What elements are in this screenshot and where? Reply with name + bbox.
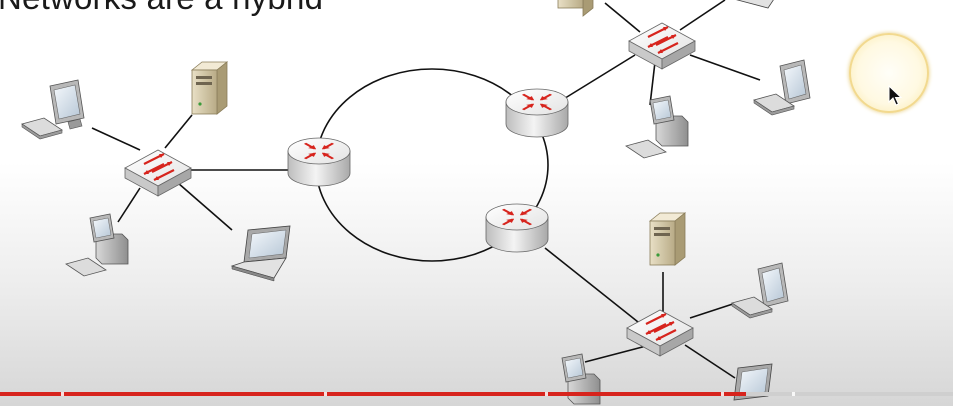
server-icon [190,61,229,115]
switch-icon [124,149,192,197]
video-progress-bar[interactable] [0,392,953,396]
chapter-marker[interactable] [545,392,549,396]
links [91,0,761,379]
desktop-icon [21,79,85,140]
server-icon [648,212,687,266]
chapter-marker[interactable] [60,392,64,396]
switch-icon [626,309,694,357]
desktop-icon [731,262,789,319]
mouse-cursor-icon [888,85,903,106]
chapter-marker[interactable] [324,392,328,396]
laptop-icon [733,363,773,401]
router-icon [505,88,569,138]
server-icon [557,0,594,17]
laptop-icon [230,225,291,282]
workstation-icon [561,353,601,405]
video-progress-played [0,392,747,396]
workstation-icon [625,95,689,159]
switch-icon [628,22,696,70]
chapter-marker[interactable] [721,392,725,396]
router-icon [485,203,549,253]
workstation-icon [65,213,129,277]
slide-title: Networks are a hybrid [0,0,323,17]
laptop-icon [736,0,774,9]
desktop-icon [753,59,811,116]
router-icon [287,137,351,187]
chapter-marker[interactable] [791,392,795,396]
